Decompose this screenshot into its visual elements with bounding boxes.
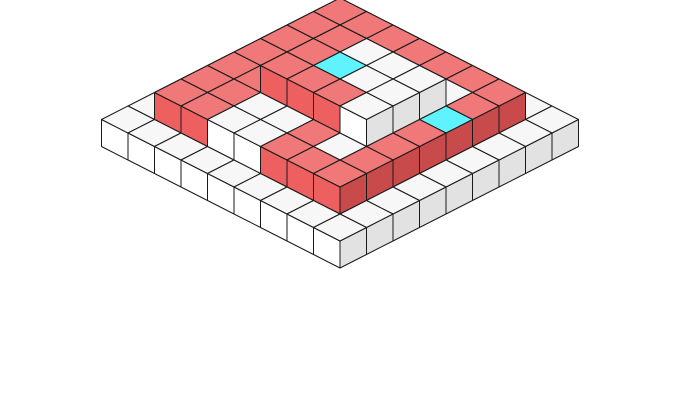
cube-top-face — [339, 92, 394, 120]
cube-top-face — [313, 159, 367, 188]
cube-top-face — [313, 213, 367, 242]
board-cell[interactable] — [313, 213, 367, 269]
